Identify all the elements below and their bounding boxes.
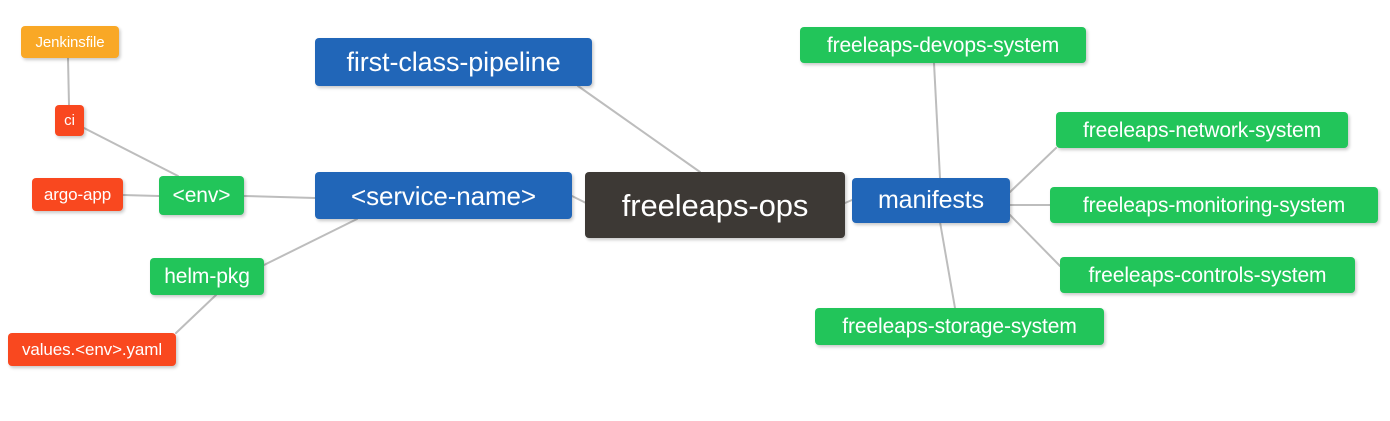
edge-service-name-env — [243, 195, 316, 199]
edge-manifests-storage-system — [939, 221, 956, 309]
edge-manifests-network-system — [1009, 147, 1057, 193]
node-storage-system[interactable]: freeleaps-storage-system — [815, 308, 1104, 345]
node-root[interactable]: freeleaps-ops — [585, 172, 845, 238]
node-label-devops-system: freeleaps-devops-system — [826, 33, 1060, 57]
edge-service-name-helm-pkg — [263, 218, 358, 266]
node-label-network-system: freeleaps-network-system — [1082, 118, 1321, 142]
node-label-values-yaml: values.<env>.yaml — [21, 340, 163, 359]
node-label-argo-app: argo-app — [43, 185, 112, 204]
node-helm-pkg[interactable]: helm-pkg — [150, 258, 264, 295]
node-label-manifests: manifests — [877, 186, 985, 214]
edge-root-manifests — [844, 199, 853, 204]
edge-root-service-name — [571, 195, 587, 204]
node-monitoring-system[interactable]: freeleaps-monitoring-system — [1050, 187, 1378, 223]
node-network-system[interactable]: freeleaps-network-system — [1056, 112, 1348, 148]
node-label-service-name: <service-name> — [350, 180, 537, 211]
node-first-class-pipeline[interactable]: first-class-pipeline — [315, 38, 592, 86]
node-argo-app[interactable]: argo-app — [32, 178, 123, 211]
edge-ci-jenkinsfile — [67, 57, 70, 106]
node-label-monitoring-system: freeleaps-monitoring-system — [1082, 193, 1346, 217]
node-service-name[interactable]: <service-name> — [315, 172, 572, 219]
node-label-ci: ci — [64, 112, 75, 129]
edge-root-first-class-pipeline — [577, 85, 701, 173]
node-label-env: <env> — [172, 184, 231, 207]
node-ci[interactable]: ci — [55, 105, 84, 136]
node-label-controls-system: freeleaps-controls-system — [1088, 263, 1327, 287]
edge-env-ci — [83, 127, 179, 177]
edge-env-argo-app — [122, 194, 160, 197]
node-label-first-class-pipeline: first-class-pipeline — [346, 46, 561, 77]
edge-manifests-devops-system — [933, 62, 941, 179]
node-label-jenkinsfile: Jenkinsfile — [35, 33, 105, 51]
node-values-yaml[interactable]: values.<env>.yaml — [8, 333, 176, 366]
node-label-helm-pkg: helm-pkg — [164, 265, 250, 288]
node-manifests[interactable]: manifests — [852, 178, 1010, 223]
node-controls-system[interactable]: freeleaps-controls-system — [1060, 257, 1355, 293]
node-env[interactable]: <env> — [159, 176, 244, 215]
node-jenkinsfile[interactable]: Jenkinsfile — [21, 26, 119, 58]
edge-helm-pkg-values-yaml — [175, 294, 217, 334]
node-label-root: freeleaps-ops — [621, 187, 809, 223]
node-devops-system[interactable]: freeleaps-devops-system — [800, 27, 1086, 63]
node-label-storage-system: freeleaps-storage-system — [842, 315, 1077, 338]
